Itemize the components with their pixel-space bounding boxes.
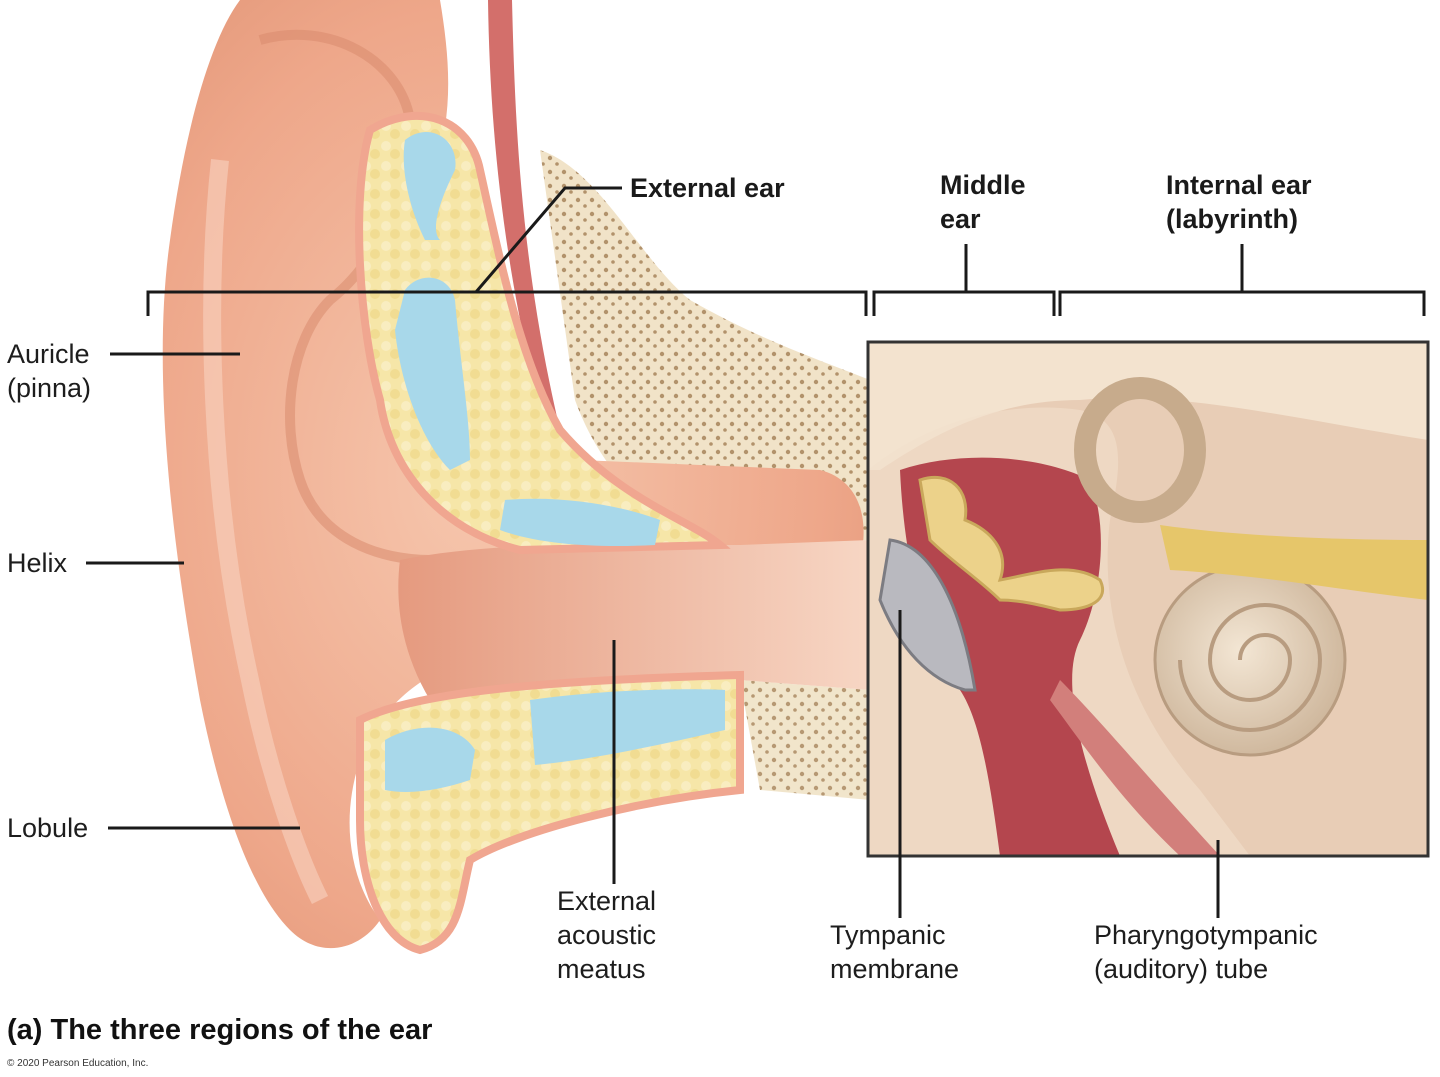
muscle-strip bbox=[488, 0, 560, 440]
upper-cartilage bbox=[355, 111, 731, 555]
bracket-internal-ear bbox=[1058, 290, 1426, 316]
region-label-internal-ear: Internal ear (labyrinth) bbox=[1166, 170, 1312, 234]
label-auricle: Auricle (pinna) bbox=[7, 339, 92, 403]
bracket-external-ear bbox=[146, 290, 868, 316]
label-pharyngotympanic-tube: Pharyngotympanic (auditory) tube bbox=[1094, 920, 1318, 984]
lower-cartilage bbox=[356, 670, 744, 955]
region-label-external-ear: External ear bbox=[630, 173, 785, 203]
label-helix: Helix bbox=[7, 548, 68, 578]
bracket-middle-ear bbox=[872, 290, 1056, 316]
figure-caption: (a) The three regions of the ear bbox=[7, 1014, 433, 1046]
temporal-bone bbox=[540, 150, 870, 800]
label-external-acoustic-meatus: External acoustic meatus bbox=[557, 886, 657, 984]
inset-panel bbox=[866, 340, 1430, 858]
label-lobule: Lobule bbox=[7, 813, 89, 843]
ear-canal bbox=[398, 540, 870, 700]
region-brackets bbox=[146, 186, 1426, 316]
leader-lines bbox=[86, 352, 1220, 918]
leader-external-ear bbox=[474, 186, 622, 293]
label-tympanic-membrane: Tympanic membrane bbox=[830, 920, 960, 984]
copyright-notice: © 2020 Pearson Education, Inc. bbox=[7, 1058, 149, 1069]
region-label-middle-ear: Middle ear bbox=[940, 170, 1026, 234]
